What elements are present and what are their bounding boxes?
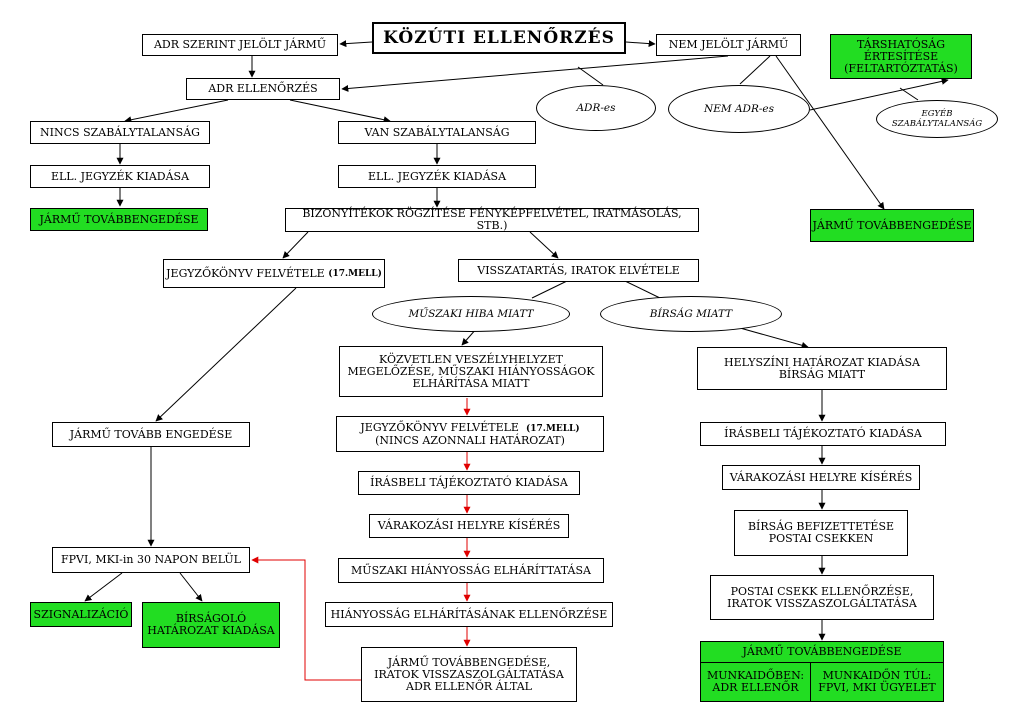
arrow-to-visszatartas xyxy=(529,231,559,259)
adr-ellenorzes-box: ADR ELLENŐRZÉS xyxy=(186,78,340,100)
kozvetlen-veszelyhelyzet-box: KÖZVETLEN VESZÉLYHELYZET MEGELŐZÉSE, MŰS… xyxy=(339,346,603,397)
arrow-egyeb-to-tarshatosag xyxy=(809,77,949,111)
arrow-to-helyszini xyxy=(739,327,809,349)
adr-szerint-box: ADR SZERINT JELÖLT JÁRMŰ xyxy=(142,34,338,56)
jegyzokonyv-2-label: JEGYZŐKÖNYV FELVÉTELE xyxy=(360,420,519,434)
varakozasi-1-box: VÁRAKOZÁSI HELYRE KÍSÉRÉS xyxy=(369,514,569,538)
line-to-birsag-miatt xyxy=(624,280,661,299)
jegyzokonyv-1-label: JEGYZŐKÖNYV FELVÉTELE xyxy=(166,266,325,280)
jarmu-tovabbengedese-right-box: JÁRMŰ TOVÁBBENGEDÉSE xyxy=(810,209,974,242)
line-to-adr-es xyxy=(577,66,604,86)
birsagolo-hatarozat-box: BÍRSÁGOLÓ HATÁROZAT KIADÁSA xyxy=(142,602,280,648)
adr-es-ellipse: ADR-es xyxy=(536,85,656,131)
red-arrow-return-to-fpvi xyxy=(251,556,361,681)
helyszini-hatarozat-box: HELYSZÍNI HATÁROZAT KIADÁSA BÍRSÁG MIATT xyxy=(697,347,947,390)
arrow-title-to-adr-szerint xyxy=(339,40,373,48)
bizonyitekok-box: BIZONYÍTÉKOK RÖGZÍTÉSE FÉNYKÉPFELVÉTEL, … xyxy=(285,208,699,232)
muszaki-hianyossag-elharitas-box: MŰSZAKI HIÁNYOSSÁG ELHÁRÍTTATÁSA xyxy=(338,558,604,583)
arrow-to-jarmu-tovabb-engedese xyxy=(155,287,297,422)
egyeb-szabalytalansag-ellipse: EGYÉB SZABÁLYTALANSÁG xyxy=(876,100,998,138)
fpvi-box: FPVI, MKI-in 30 NAPON BELÜL xyxy=(52,547,250,573)
ell-jegyzek-1-box: ELL. JEGYZÉK KIADÁSA xyxy=(30,165,210,188)
hianyossag-ellenorzese-box: HIÁNYOSSÁG ELHÁRÍTÁSÁNAK ELLENŐRZÉSE xyxy=(325,602,613,627)
arrow-title-to-nem-jelolt xyxy=(625,40,656,48)
irasbeli-1-box: ÍRÁSBELI TÁJÉKOZTATÓ KIADÁSA xyxy=(358,471,580,495)
arrow-to-van xyxy=(289,99,391,124)
jarmu-tovabbengedese-green-box: JÁRMŰ TOVÁBBENGEDÉSE xyxy=(700,641,944,663)
line-egyeb-ellipse xyxy=(899,87,919,101)
arrow-nem-jelolt-to-adr-ellenorzes xyxy=(341,55,729,92)
jarmu-tovabbengedese-1-box: JÁRMŰ TOVÁBBENGEDÉSE xyxy=(30,208,208,231)
muszaki-hiba-ellipse: MŰSZAKI HIBA MIATT xyxy=(372,296,570,332)
arrow-to-jegyzokonyv-1 xyxy=(282,231,309,259)
arrow-to-nincs xyxy=(124,99,229,124)
munkaidoben-box: MUNKAIDŐBEN: ADR ELLENŐR xyxy=(700,662,811,702)
tarshatosag-box: TÁRSHATÓSÁG ÉRTESÍTÉSE (FELTARTÓZTATÁS) xyxy=(830,34,972,79)
arrow-nem-jelolt-to-jarmu-tovabb xyxy=(775,55,885,210)
nincs-szabalytalansag-box: NINCS SZABÁLYTALANSÁG xyxy=(30,121,210,144)
page-title: KÖZÚTI ELLENŐRZÉS xyxy=(372,22,626,54)
postai-csekk-box: POSTAI CSEKK ELLENŐRZÉSE, IRATOK VISSZAS… xyxy=(710,575,934,620)
irasbeli-2-box: ÍRÁSBELI TÁJÉKOZTATÓ KIADÁSA xyxy=(700,422,946,446)
arrow-to-szignalizacio xyxy=(84,572,123,602)
jegyzokonyv-2-ref: (17.MELL) xyxy=(525,423,580,434)
jegyzokonyv-1-ref: (17.MELL) xyxy=(328,268,382,279)
jegyzokonyv-felvetele-1-box: JEGYZŐKÖNYV FELVÉTELE (17.MELL) xyxy=(163,259,385,288)
munkaidon-tul-box: MUNKAIDŐN TÚL: FPVI, MKI ÜGYELET xyxy=(810,662,944,702)
jegyzokonyv-2-sub: (NINCS AZONNALI HATÁROZAT) xyxy=(375,433,565,447)
ell-jegyzek-2-box: ELL. JEGYZÉK KIADÁSA xyxy=(338,165,536,188)
jegyzokonyv-felvetele-2-box: JEGYZŐKÖNYV FELVÉTELE (17.MELL) (NINCS A… xyxy=(336,416,604,452)
varakozasi-2-box: VÁRAKOZÁSI HELYRE KÍSÉRÉS xyxy=(722,465,920,490)
line-to-muszaki-hiba xyxy=(531,280,568,299)
line-to-nem-adr-es xyxy=(739,55,771,85)
nem-adr-es-ellipse: NEM ADR-es xyxy=(668,85,810,133)
van-szabalytalansag-box: VAN SZABÁLYTALANSÁG xyxy=(338,121,536,144)
visszatartas-box: VISSZATARTÁS, IRATOK ELVÉTELE xyxy=(458,259,699,282)
jarmu-tovabb-engedese-box: JÁRMŰ TOVÁBB ENGEDÉSE xyxy=(52,422,250,447)
birsag-befizettetese-box: BÍRSÁG BEFIZETTETÉSE POSTAI CSEKKEN xyxy=(734,510,908,556)
szignalizacio-box: SZIGNALIZÁCIÓ xyxy=(30,602,132,627)
jarmu-tovabbengedese-final-box: JÁRMŰ TOVÁBBENGEDÉSE, IRATOK VISSZASZOLG… xyxy=(361,647,577,702)
nem-jelolt-box: NEM JELÖLT JÁRMŰ xyxy=(656,34,801,56)
arrow-to-birsagolo xyxy=(179,572,203,602)
birsag-miatt-ellipse: BÍRSÁG MIATT xyxy=(600,296,782,332)
